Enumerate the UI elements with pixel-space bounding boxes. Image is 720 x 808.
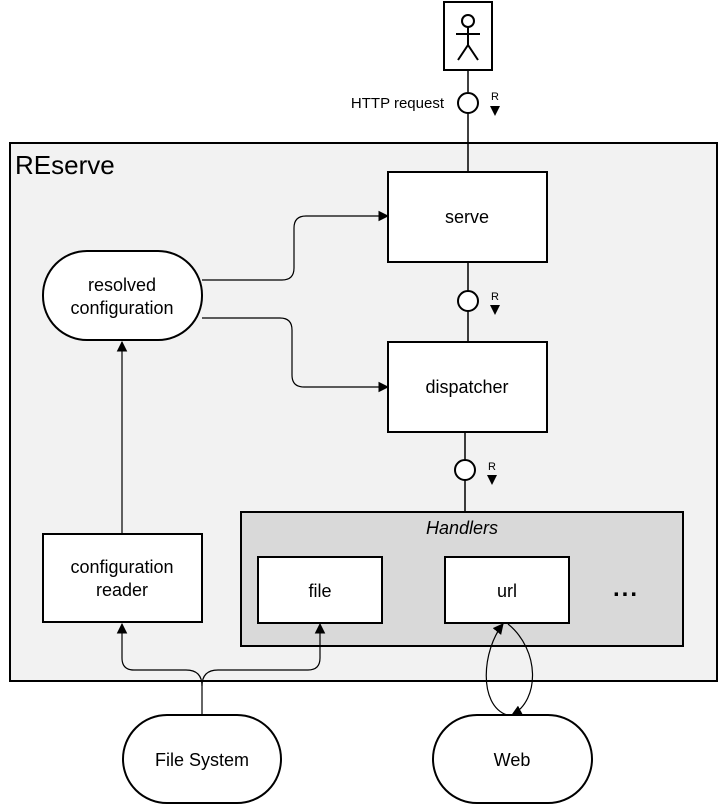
configuration-reader-label-line2: reader (96, 580, 148, 600)
url-handler: url (444, 556, 570, 624)
more-handlers-ellipsis: ... (613, 575, 639, 602)
direction-marker-label: R (491, 291, 499, 303)
resolved-configuration-label-line1: resolved (88, 275, 156, 295)
file-system-external: File System (122, 714, 282, 804)
dispatcher-component: dispatcher (387, 341, 548, 433)
serve-label: serve (445, 207, 489, 227)
url-handler-label: url (497, 581, 517, 601)
file-handler: file (257, 556, 383, 624)
direction-marker-label: R (488, 461, 496, 473)
config-to-serve-arrow (202, 210, 390, 281)
handlers-title: Handlers (426, 518, 498, 538)
file-handler-label: file (308, 581, 331, 601)
configuration-reader-label-line1: configuration (70, 557, 173, 577)
resolved-configuration-label-line2: configuration (70, 298, 173, 318)
configuration-reader-component: configuration reader (42, 533, 203, 623)
serve-component: serve (387, 171, 548, 263)
file-system-arrows (116, 622, 326, 715)
direction-arrow-icon (487, 475, 497, 485)
stick-figure-icon (456, 14, 480, 61)
resolved-configuration-component: resolved configuration (42, 250, 203, 341)
file-system-label: File System (155, 750, 249, 770)
web-label: Web (494, 750, 531, 770)
url-web-arrows (485, 623, 534, 716)
config-to-dispatcher-arrow (202, 317, 390, 393)
dispatcher-label: dispatcher (425, 377, 508, 397)
http-request-interface: HTTP request R (351, 91, 500, 116)
user-actor (443, 1, 493, 71)
direction-arrow-icon (490, 305, 500, 315)
direction-arrow-icon (490, 106, 500, 116)
system-title: REserve (15, 150, 115, 180)
web-external: Web (432, 714, 593, 804)
direction-marker-label: R (491, 91, 499, 103)
http-request-label: HTTP request (351, 95, 445, 112)
serve-dispatcher-interface: R (457, 290, 500, 315)
